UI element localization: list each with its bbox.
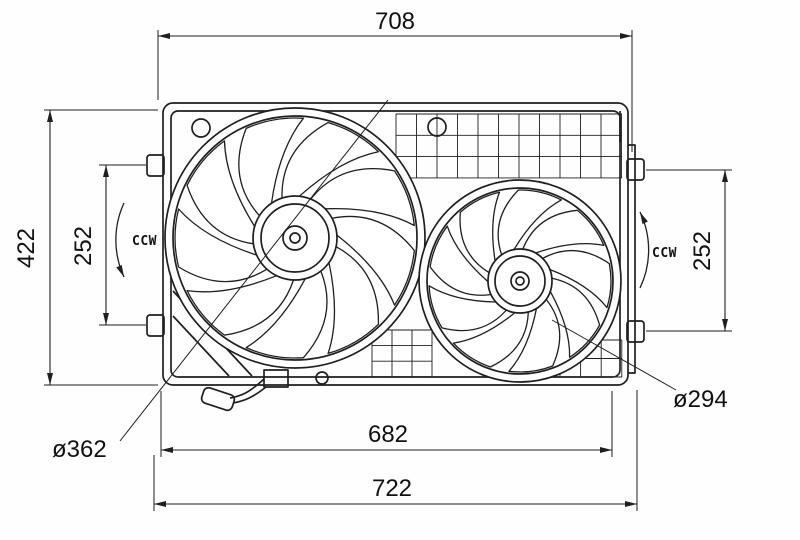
shroud-lattice-bottom-center bbox=[371, 329, 433, 378]
leader-line bbox=[551, 319, 677, 391]
motor-connector bbox=[200, 369, 329, 412]
dim-overall-height: 422 bbox=[13, 109, 158, 386]
leader-line bbox=[119, 99, 389, 442]
mount-tab-left-top bbox=[146, 154, 165, 177]
extension-lines bbox=[44, 109, 158, 386]
dim-overall-width-label: 722 bbox=[372, 475, 412, 502]
rotation-left-label: CCW bbox=[132, 234, 157, 249]
dim-left-mount-spacing: 252 bbox=[70, 164, 146, 326]
extension-lines bbox=[157, 30, 633, 152]
shroud-outer-edge bbox=[162, 102, 629, 386]
dim-small-fan-diameter: ø294 bbox=[551, 319, 728, 413]
dim-large-fan-diameter: ø362 bbox=[52, 99, 389, 463]
screw-hole-bottom bbox=[315, 371, 329, 385]
rotation-right-label: CCW bbox=[652, 246, 677, 261]
large-fan bbox=[164, 107, 426, 369]
dim-top-width: 708 bbox=[157, 8, 633, 152]
extension-lines bbox=[646, 169, 732, 332]
dim-right-mount-spacing: 252 bbox=[646, 169, 732, 332]
rotation-arrow bbox=[115, 202, 125, 278]
rotation-arrow bbox=[639, 211, 650, 289]
dim-large-fan-diameter-label: ø362 bbox=[52, 436, 107, 463]
rotation-right-fan: CCW bbox=[639, 211, 677, 289]
wire bbox=[229, 378, 265, 399]
dim-right-mount-spacing-label: 252 bbox=[689, 231, 716, 271]
dim-inner-width: 682 bbox=[160, 391, 613, 457]
wire bbox=[232, 386, 267, 404]
connector-plug bbox=[200, 386, 236, 412]
dim-left-mount-spacing-label: 252 bbox=[70, 226, 97, 266]
dim-top-width-label: 708 bbox=[375, 8, 415, 35]
rotation-left-fan: CCW bbox=[115, 202, 157, 278]
dim-small-fan-diameter-label: ø294 bbox=[673, 386, 728, 413]
shroud-lattice-top bbox=[395, 113, 622, 179]
dim-inner-width-label: 682 bbox=[368, 421, 408, 448]
connector-housing bbox=[263, 369, 289, 388]
dimensions: 708 422 252 252 682 bbox=[13, 8, 732, 511]
mount-tab-left-bottom bbox=[146, 314, 165, 337]
extension-lines bbox=[160, 391, 613, 457]
small-fan bbox=[418, 179, 622, 383]
dim-overall-width: 722 bbox=[153, 390, 638, 511]
brace-line bbox=[172, 315, 230, 377]
dim-overall-height-label: 422 bbox=[13, 228, 40, 268]
screw-hole-top-left bbox=[191, 118, 211, 138]
